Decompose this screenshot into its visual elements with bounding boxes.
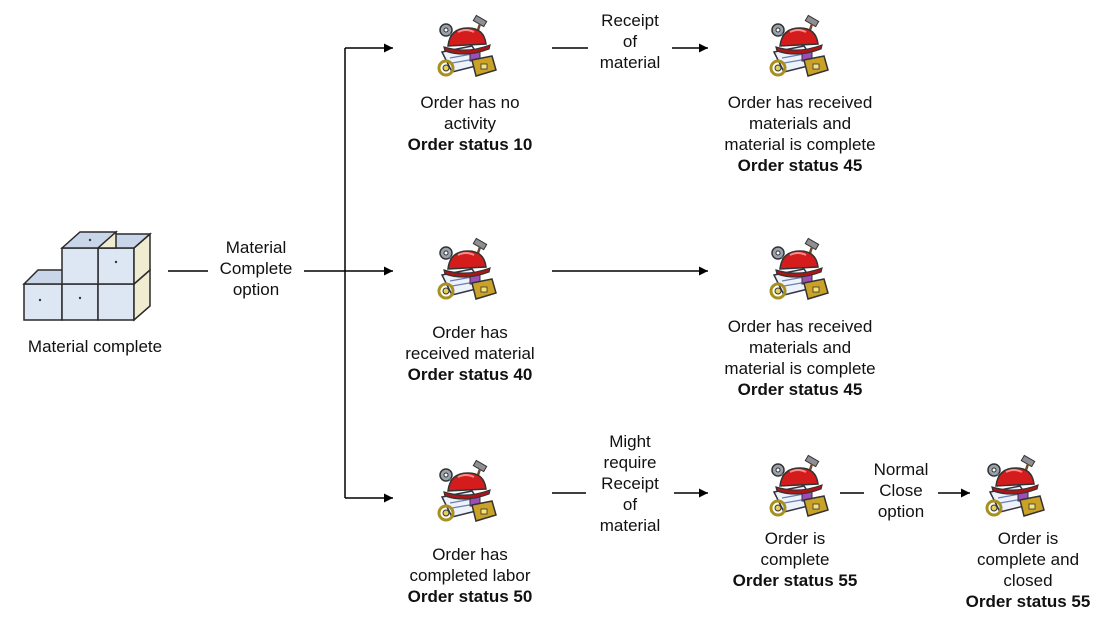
edge-label-might-require: Might require Receipt of material [586, 431, 674, 536]
node-line: complete [760, 550, 830, 569]
work-order-icon [437, 14, 497, 77]
node-line: Order has no [420, 93, 520, 112]
branch-label-line-2: Complete [219, 259, 293, 278]
node-status-40: Order has received material Order status… [370, 322, 570, 385]
node-status: Order status 45 [737, 156, 863, 175]
node-status-10: Order has no activity Order status 10 [380, 92, 560, 155]
node-status: Order status 45 [737, 380, 863, 399]
node-line: Order has [432, 323, 508, 342]
stacked-boxes-icon [22, 230, 152, 322]
node-line: completed labor [409, 566, 531, 585]
edge-line: Close [879, 481, 923, 500]
node-status-55-closed: Order is complete and closed Order statu… [944, 528, 1112, 612]
node-line: materials and [748, 338, 852, 357]
work-order-icon [437, 237, 497, 300]
work-order-icon [769, 237, 829, 300]
edge-line: material [599, 53, 661, 72]
node-status-50: Order has completed labor Order status 5… [370, 544, 570, 607]
node-status-45-middle: Order has received materials and materia… [690, 316, 910, 400]
node-line: complete and [976, 550, 1080, 569]
edge-line: option [877, 502, 925, 521]
node-status: Order status 10 [407, 135, 533, 154]
source-label: Material complete [0, 336, 190, 357]
node-line: material is complete [724, 135, 876, 154]
node-line: Order has received [727, 317, 873, 336]
edge-line: require [603, 453, 657, 472]
branch-label-line-3: option [232, 280, 280, 299]
edge-line: Might [609, 432, 651, 451]
edge-line: of [622, 32, 638, 51]
branch-label-line-1: Material [225, 238, 287, 257]
work-order-icon [769, 454, 829, 517]
node-line: material is complete [724, 359, 876, 378]
edge-label-receipt: Receipt of material [588, 10, 672, 73]
node-line: Order has received [727, 93, 873, 112]
edge-line: of [622, 495, 638, 514]
node-line: closed [1003, 571, 1053, 590]
work-order-icon [985, 454, 1045, 517]
source-label-text: Material complete [27, 337, 163, 356]
node-line: Order is [997, 529, 1059, 548]
work-order-icon [769, 14, 829, 77]
edge-label-normal-close: Normal Close option [864, 459, 938, 522]
node-status: Order status 40 [407, 365, 533, 384]
node-status: Order status 55 [965, 592, 1091, 611]
node-line: activity [444, 114, 496, 133]
node-status-55: Order is complete Order status 55 [720, 528, 870, 591]
node-status: Order status 55 [732, 571, 858, 590]
edge-line: material [599, 516, 661, 535]
node-line: received material [405, 344, 535, 363]
node-status-45-top: Order has received materials and materia… [690, 92, 910, 176]
node-line: Order has [432, 545, 508, 564]
branch-option-label: Material Complete option [208, 237, 304, 300]
node-line: Order is [764, 529, 826, 548]
edge-line: Receipt [601, 11, 659, 30]
edge-line: Normal [873, 460, 929, 479]
edge-line: Receipt [601, 474, 659, 493]
node-line: materials and [748, 114, 852, 133]
node-status: Order status 50 [407, 587, 533, 606]
work-order-icon [437, 459, 497, 522]
